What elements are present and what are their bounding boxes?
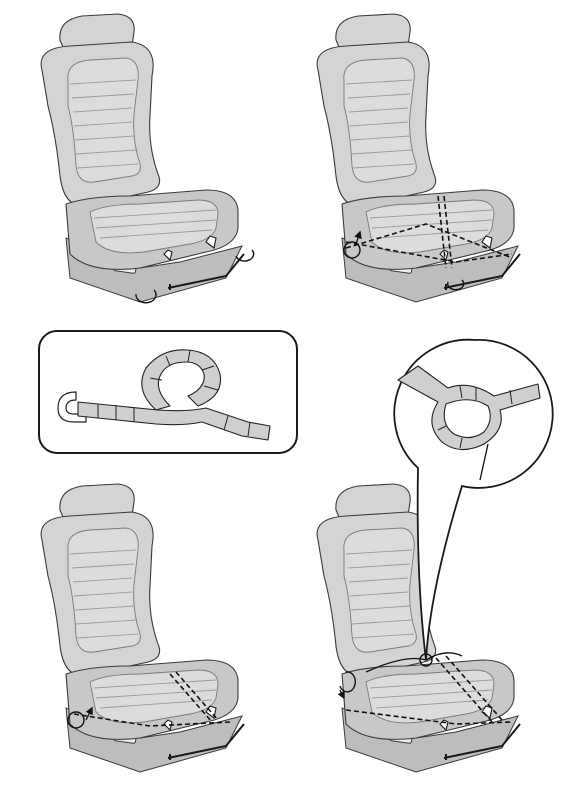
panel-seat-strap-rear xyxy=(30,476,270,786)
hook-icon xyxy=(446,279,465,291)
hook-icon xyxy=(135,289,157,304)
hook-icon xyxy=(235,249,255,262)
seat-icon xyxy=(316,13,521,303)
arrow-icon xyxy=(85,706,93,721)
arrow-icon xyxy=(354,230,362,245)
seat-icon xyxy=(40,483,245,773)
hook-icon xyxy=(339,671,356,693)
seat-icon xyxy=(40,13,255,304)
panel-strap-loop-inset xyxy=(38,330,300,456)
arrow-icon xyxy=(337,689,345,700)
strap-loop-icon xyxy=(38,330,298,454)
panel-seat-straps-crossed xyxy=(306,6,546,316)
strap-crossed xyxy=(345,195,513,269)
strap-rear xyxy=(73,671,231,727)
magnifier-callout xyxy=(390,338,560,680)
strap-loop-icon xyxy=(67,711,85,729)
panel-seat-plain xyxy=(30,6,270,316)
strap-loop-icon xyxy=(343,241,361,259)
magnifier-bubble xyxy=(393,338,554,661)
